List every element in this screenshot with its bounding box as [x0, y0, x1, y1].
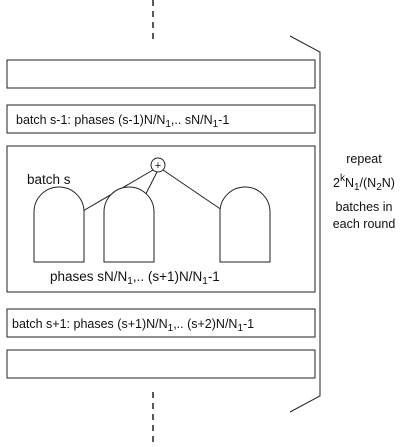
gate-shape-3: [219, 186, 271, 263]
repeat-line-3: batches in: [336, 200, 393, 214]
repeat-line-1: repeat: [346, 152, 382, 166]
batch-next-box: [6, 308, 316, 338]
gate-shape-1: [33, 186, 85, 263]
batch-prev-box: [6, 104, 316, 134]
plus-symbol: +: [155, 160, 161, 172]
batch-current-title: batch s: [27, 172, 71, 187]
gate-shape-2: [103, 186, 155, 263]
repeat-brace: [289, 35, 321, 413]
plus-node: [150, 157, 166, 173]
repeat-line-4: each round: [333, 217, 396, 231]
batch-next-label: batch s+1: phases (s+1)N/N1,.. (s+2)N/N1…: [12, 317, 254, 334]
repeat-line-2: 2kN1/(N2N): [333, 173, 395, 193]
batch-current-box: [6, 145, 316, 293]
batch-prev-label: batch s-1: phases (s-1)N/N1,.. sN/N1-1: [16, 113, 229, 130]
empty-batch-box-top: [6, 59, 316, 89]
empty-batch-box-bottom: [6, 349, 316, 379]
batch-current-phases: phases sN/N1,.. (s+1)N/N1-1: [50, 269, 220, 287]
